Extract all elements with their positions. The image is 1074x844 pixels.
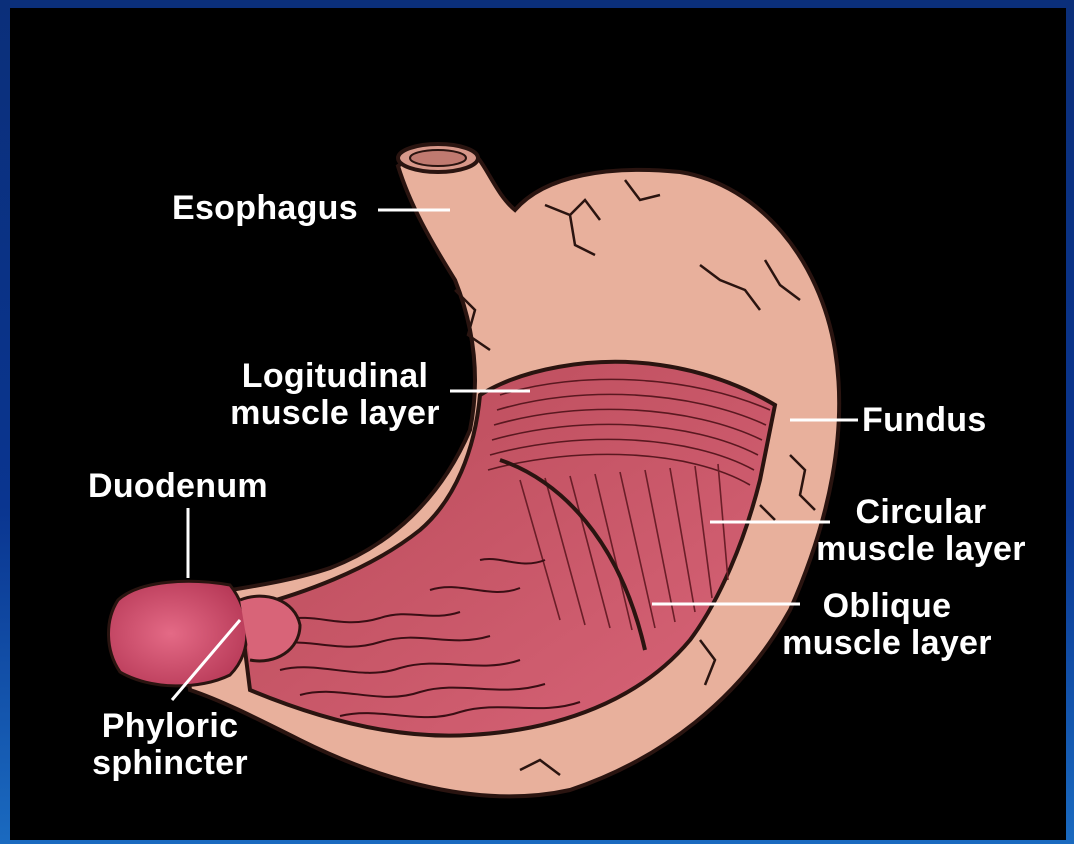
circular-label-line2: muscle layer [806, 531, 1036, 568]
circular-label: Circular muscle layer [806, 494, 1036, 568]
fundus-label: Fundus [862, 402, 987, 439]
longitudinal-label: Logitudinal muscle layer [220, 358, 450, 432]
duodenum [108, 581, 246, 686]
duodenum-label: Duodenum [88, 468, 268, 505]
pyloric-label-line2: sphincter [80, 745, 260, 782]
pyloric-label: Phyloric sphincter [80, 708, 260, 782]
circular-label-line1: Circular [806, 494, 1036, 531]
pyloric-label-line1: Phyloric [80, 708, 260, 745]
longitudinal-label-line1: Logitudinal [220, 358, 450, 395]
longitudinal-label-line2: muscle layer [220, 395, 450, 432]
oblique-label-line2: muscle layer [772, 625, 1002, 662]
esophagus-label: Esophagus [172, 190, 358, 227]
oblique-label-line1: Oblique [772, 588, 1002, 625]
oblique-label: Oblique muscle layer [772, 588, 1002, 662]
